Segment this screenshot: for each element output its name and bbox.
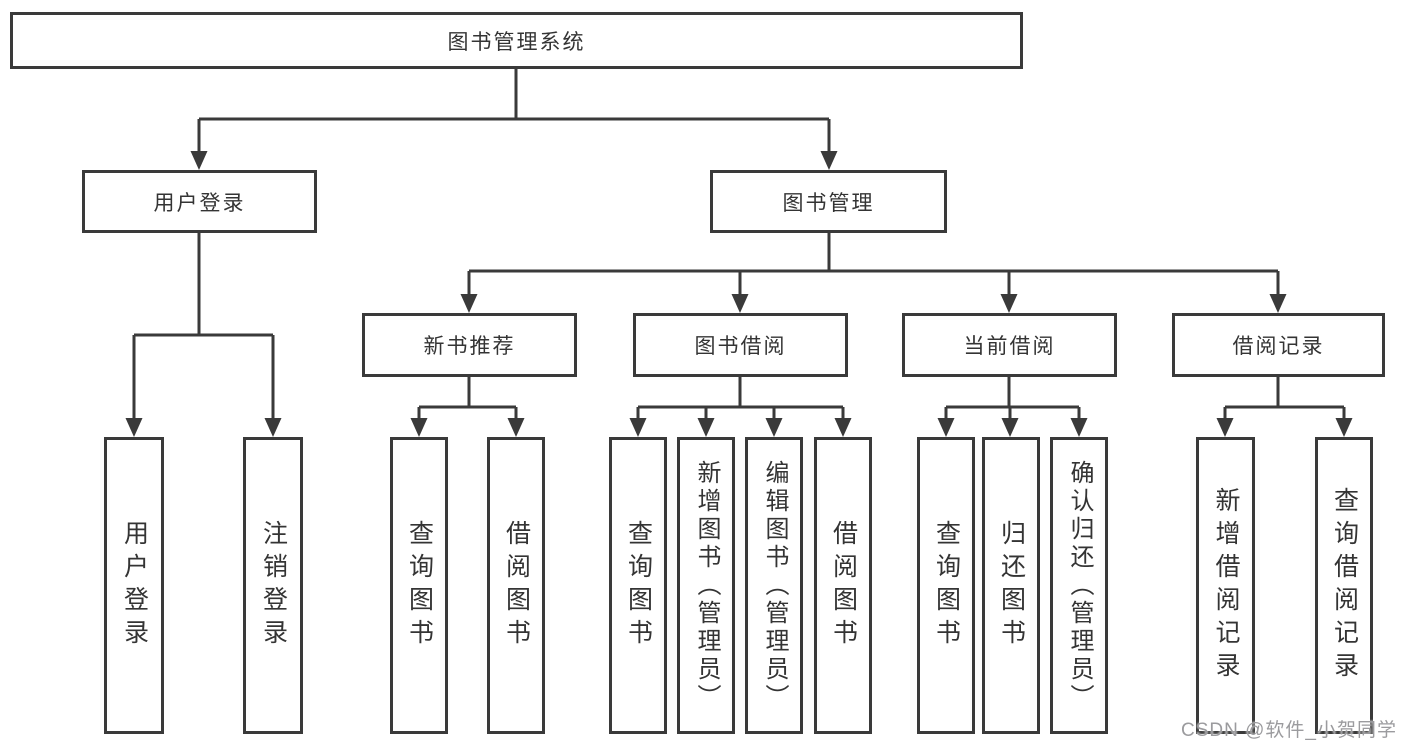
arrowhead [697,418,715,437]
arrowhead [1269,294,1287,313]
arrowhead [1000,294,1018,313]
connector-current-borrow-to-leaves [937,377,1088,437]
leaf-user-login: 用户登录 [104,437,164,734]
arrowhead [834,418,852,437]
connector-book-mgmt-to-modules [460,233,1287,313]
leaf-confirm-return-admin: 确认归还（管理员） [1050,437,1108,734]
leaf-label: 查询图书 [932,519,961,652]
leaf-label: 查询图书 [624,519,653,652]
connector-new-book-to-leaves [410,377,525,437]
node-label: 图书管理 [782,191,875,215]
leaf-label: 查询借阅记录 [1330,486,1359,685]
leaf-label: 编辑图书（管理员） [761,459,788,712]
node-library-management-system: 图书管理系统 [10,12,1023,69]
leaf-borrow-books-recommend: 借阅图书 [487,437,545,734]
arrowhead [460,294,478,313]
connector-user-login-to-leaves [125,233,282,437]
leaf-label: 借阅图书 [502,519,531,652]
connector-book-borrow-to-leaves [629,377,852,437]
arrowhead [820,151,838,170]
leaf-query-books-borrow: 查询图书 [609,437,667,734]
node-user-login-branch: 用户登录 [82,170,317,233]
node-label: 图书借阅 [694,335,787,358]
leaf-label: 注销登录 [259,519,288,652]
node-current-borrowing: 当前借阅 [902,313,1117,377]
leaf-borrow-books: 借阅图书 [814,437,872,734]
arrowhead [1070,418,1088,437]
node-book-borrowing: 图书借阅 [633,313,848,377]
leaf-add-borrow-record: 新增借阅记录 [1196,437,1255,734]
leaf-query-borrow-record: 查询借阅记录 [1315,437,1373,734]
connector-borrow-records-to-leaves [1216,377,1353,437]
leaf-query-books-current: 查询图书 [917,437,975,734]
arrowhead [410,418,428,437]
leaf-label: 确认归还（管理员） [1066,459,1093,712]
arrowhead [507,418,525,437]
arrowhead [264,418,282,437]
node-new-book-recommend: 新书推荐 [362,313,577,377]
csdn-watermark: CSDN @软件_小贺同学 [1181,720,1397,741]
arrowhead [629,418,647,437]
arrowhead [937,418,955,437]
leaf-label: 用户登录 [120,519,149,652]
leaf-label: 借阅图书 [829,519,858,652]
arrowhead [1216,418,1234,437]
arrowhead [190,151,208,170]
arrowhead [765,418,783,437]
leaf-label: 归还图书 [997,519,1026,652]
leaf-add-books-admin: 新增图书（管理员） [677,437,735,734]
connector-root-to-branches [190,69,838,170]
node-label: 图书管理系统 [447,30,586,54]
arrowhead [1335,418,1353,437]
leaf-label: 新增图书（管理员） [693,459,720,712]
arrowhead [125,418,143,437]
node-label: 新书推荐 [423,335,516,358]
node-label: 当前借阅 [963,335,1056,358]
arrowhead [731,294,749,313]
leaf-logout: 注销登录 [243,437,303,734]
leaf-edit-books-admin: 编辑图书（管理员） [745,437,803,734]
node-borrowing-records: 借阅记录 [1172,313,1385,377]
leaf-query-books-recommend: 查询图书 [390,437,448,734]
node-label: 借阅记录 [1232,335,1325,358]
node-book-management: 图书管理 [710,170,947,233]
leaf-return-books: 归还图书 [982,437,1040,734]
arrowhead [1001,418,1019,437]
leaf-label: 查询图书 [405,519,434,652]
node-label: 用户登录 [153,191,246,215]
leaf-label: 新增借阅记录 [1212,486,1240,685]
